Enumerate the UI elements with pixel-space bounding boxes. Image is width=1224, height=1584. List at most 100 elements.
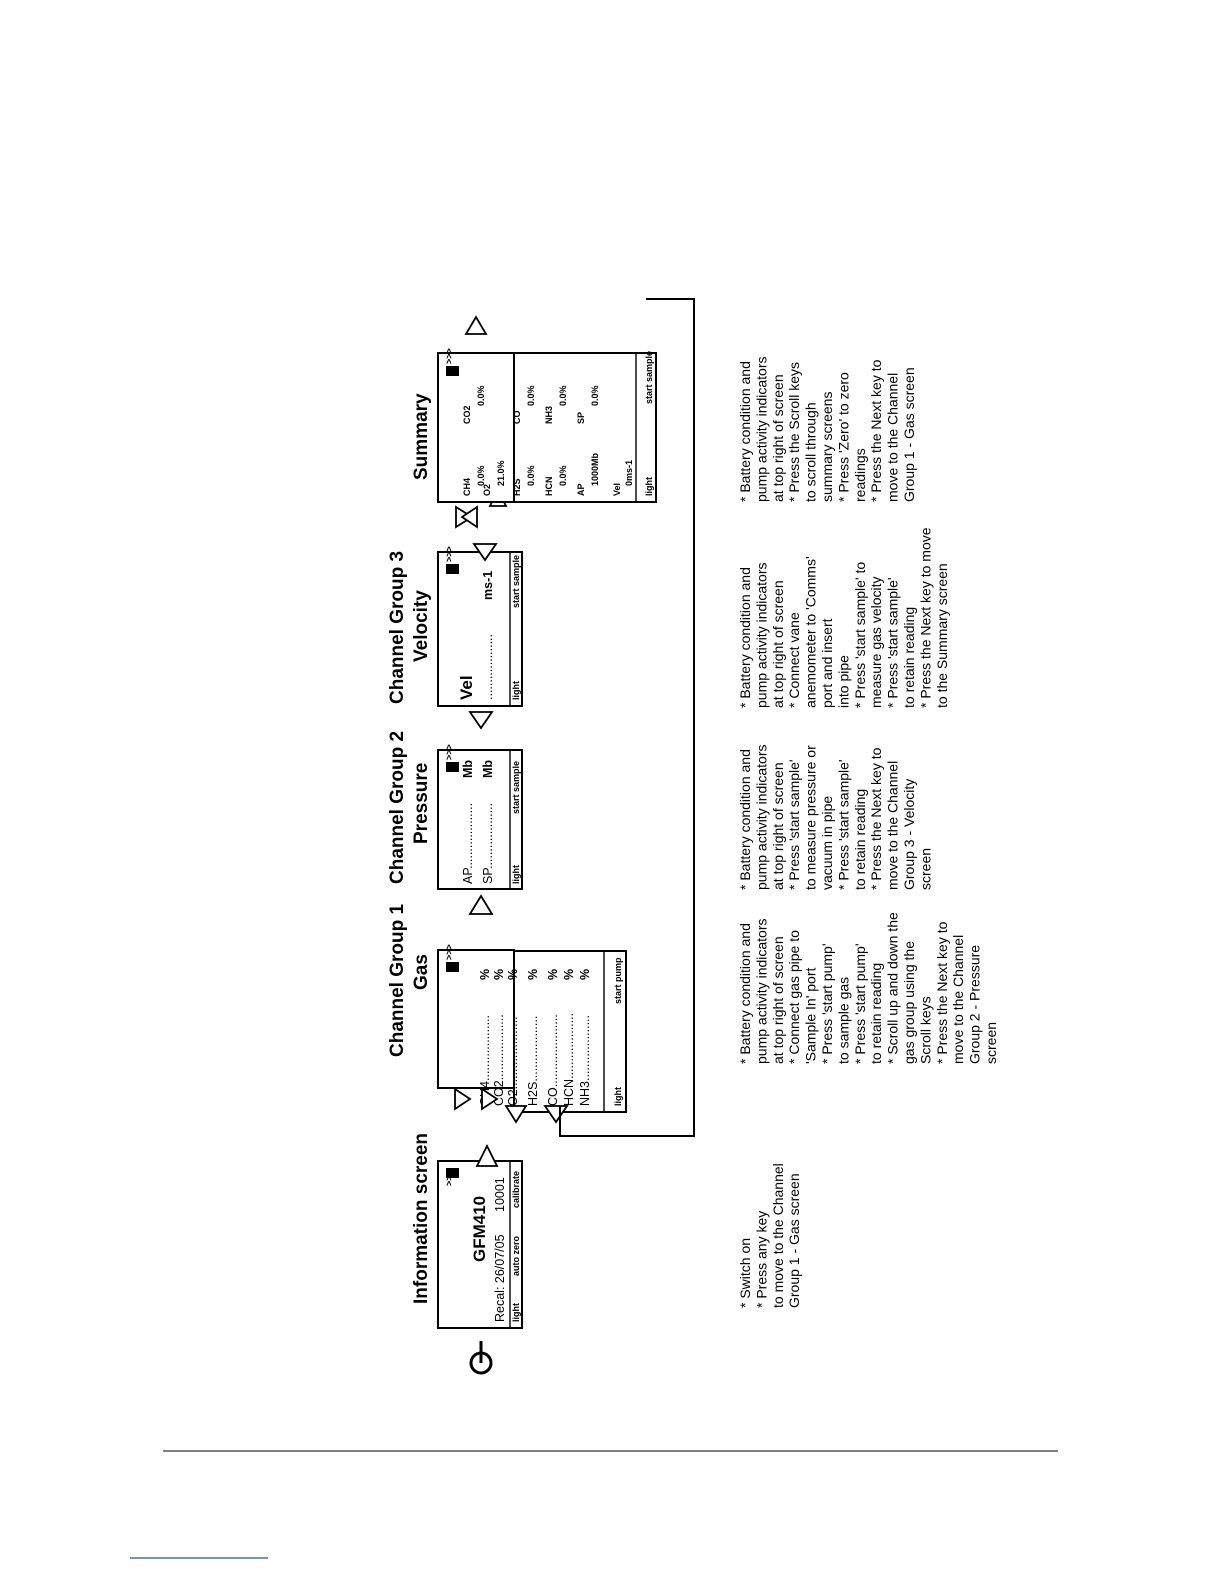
summary-label: SP <box>576 412 586 424</box>
summary-value: 0ms-1 <box>624 460 634 486</box>
softkey-light[interactable]: light <box>644 477 654 496</box>
scroll-down-icon[interactable] <box>481 1087 499 1111</box>
pressure-screen: >>> AP................... Mb SP.........… <box>437 744 523 890</box>
loop-arrow-icon[interactable] <box>543 1105 569 1124</box>
description-line: to the Summary screen <box>934 563 950 708</box>
description-line: at top right of screen <box>770 936 786 1064</box>
back-arrow-icon[interactable] <box>472 543 498 562</box>
summary-label: NH3 <box>544 406 554 424</box>
summary-value: 0.0% <box>558 385 568 406</box>
sp-label: SP................... <box>481 803 495 884</box>
gas-row-unit: % <box>478 969 492 980</box>
description-line: to retain reading <box>852 789 868 890</box>
description-line: move to the Channel <box>885 761 901 890</box>
softkey-calibrate[interactable]: calibrate <box>511 1171 521 1208</box>
softkey-light[interactable]: light <box>511 1303 521 1322</box>
scroll-down-icon[interactable] <box>460 505 478 529</box>
gas-row-unit: % <box>546 969 560 980</box>
battery-icon <box>446 962 459 972</box>
battery-icon <box>446 564 459 574</box>
summary-value: 0.0% <box>590 385 600 406</box>
description-line: pump activity indicators <box>753 918 769 1064</box>
description-line: 'Sample In' port <box>803 967 819 1064</box>
summary-value: 0.0% <box>526 385 536 406</box>
description-line: * Press the Next key to <box>868 747 884 890</box>
summary-value: 0.0% <box>526 465 536 486</box>
next-arrow-icon[interactable] <box>468 894 494 915</box>
description-line: Group 2 - Pressure <box>967 945 983 1064</box>
description-line: at top right of screen <box>770 374 786 502</box>
description-line: * Scroll up and down the <box>885 912 901 1064</box>
description-line: readings <box>852 448 868 502</box>
back-arrow-icon[interactable] <box>504 1105 528 1124</box>
softkey-start-sample[interactable]: start sample <box>644 351 654 404</box>
model-name: GFM410 <box>470 1196 489 1262</box>
next-arrow-icon[interactable] <box>468 711 494 730</box>
title-velocity: Velocity <box>411 590 432 662</box>
description-line: * Press 'start sample' <box>885 577 901 708</box>
description-line: move to the Channel <box>885 373 901 502</box>
summary-label: HCN <box>544 477 554 497</box>
summary-label: Vel <box>612 483 622 496</box>
summary-rows: CH40.0%CO20.0%O221.0%H2S0.0%CO0.0%HCN0.0… <box>462 385 634 496</box>
softkey-light[interactable]: light <box>613 1087 623 1106</box>
title-gas: Gas <box>411 954 432 990</box>
next-arrow-icon[interactable] <box>464 315 488 335</box>
softkey-auto-zero[interactable]: auto zero <box>511 1235 521 1276</box>
summary-label: O2 <box>482 484 492 496</box>
title-information-screen: Information screen <box>411 1133 432 1304</box>
description-line: move to the Channel <box>950 935 966 1064</box>
summary-value: 0.0% <box>558 465 568 486</box>
title-channel-group-3: Channel Group 3 <box>387 551 408 704</box>
scroll-up-icon[interactable] <box>454 1087 472 1111</box>
description-line: * Battery condition and <box>737 749 753 890</box>
summary-label: CO2 <box>462 405 472 424</box>
title-pressure: Pressure <box>411 763 432 844</box>
description-line: * Press any key <box>753 1211 769 1308</box>
description-line: Group 1 - Gas screen <box>786 1173 802 1308</box>
power-icon[interactable] <box>469 1341 493 1375</box>
summary-label: H2S <box>512 478 522 496</box>
description-line: to retain reading <box>868 963 884 1064</box>
ap-label: AP................... <box>461 803 475 884</box>
softkey-start-sample[interactable]: start sample <box>511 761 521 814</box>
description-line: * Press the Scroll keys <box>786 362 802 502</box>
summary-value: 0.0% <box>476 385 486 406</box>
description-line: pump activity indicators <box>753 744 769 890</box>
description-line: * Press the Next key to move <box>917 527 933 708</box>
description-line: * Connect vane <box>786 612 802 708</box>
velocity-screen: >>> Vel ................... ms-1 light s… <box>437 546 523 707</box>
description-line: to measure pressure or <box>803 745 819 890</box>
description-line: * Connect gas pipe to <box>786 930 802 1064</box>
softkey-light[interactable]: light <box>511 865 521 884</box>
gas-screen: >>> CH4...................%CO2..........… <box>437 944 627 1113</box>
pump-indicator: >>> <box>444 1170 454 1186</box>
next-arrow-icon[interactable] <box>475 1143 499 1167</box>
sp-unit: Mb <box>481 760 495 778</box>
gas-rows: CH4...................% CO2..............… <box>478 969 592 1106</box>
description-line: vacuum in pipe <box>819 796 835 890</box>
description-line: gas group using the <box>901 941 917 1064</box>
gas-row-label: CO2................... <box>492 1014 506 1106</box>
summary-label: AP <box>576 483 586 496</box>
description-line: Scroll keys <box>917 996 933 1064</box>
gas-row-label: HCN................... <box>562 1013 576 1106</box>
summary-value: 0.0% <box>476 465 486 486</box>
description-line: * Press 'start sample' <box>835 759 851 890</box>
description-line: screen <box>983 1022 999 1064</box>
description-line: port and insert <box>819 618 835 708</box>
softkey-start-sample[interactable]: start sample <box>511 555 521 608</box>
description-line: measure gas velocity <box>868 576 884 708</box>
gas-row-label: CH4................... <box>478 1015 492 1106</box>
serial-number: 10001 <box>493 1177 507 1212</box>
title-channel-group-1: Channel Group 1 <box>387 904 408 1058</box>
softkey-start-pump[interactable]: start pump <box>613 957 623 1004</box>
title-channel-group-2: Channel Group 2 <box>387 731 408 884</box>
softkey-light[interactable]: light <box>511 681 521 700</box>
